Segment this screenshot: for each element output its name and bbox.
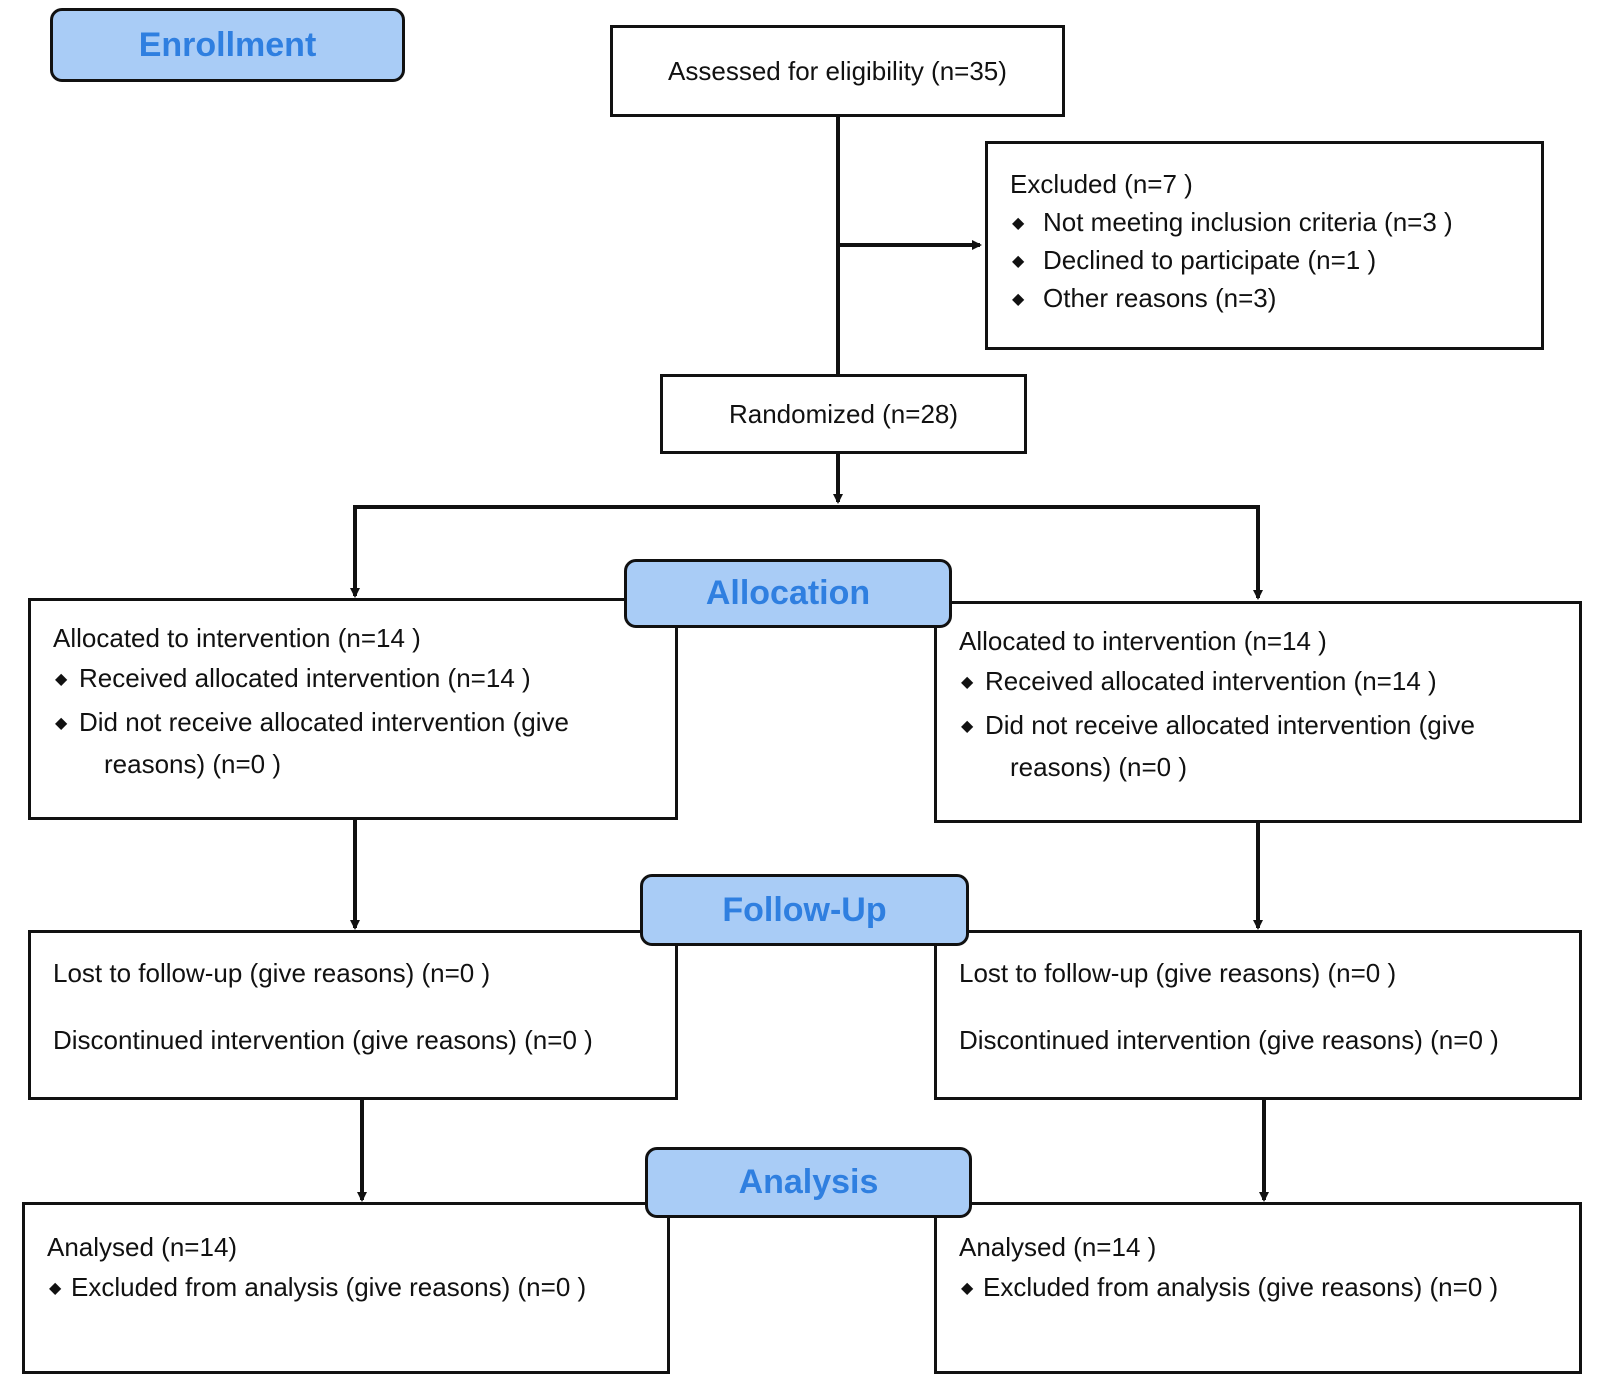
analysis-left-box: Analysed (n=14) ◆ Excluded from analysis… xyxy=(22,1202,670,1374)
followup-left-discontinued: Discontinued intervention (give reasons)… xyxy=(53,1025,593,1055)
stage-enrollment: Enrollment xyxy=(50,8,405,82)
stage-analysis: Analysis xyxy=(645,1147,972,1218)
followup-left-box: Lost to follow-up (give reasons) (n=0 ) … xyxy=(28,930,678,1100)
bullet-icon: ◆ xyxy=(49,1280,62,1297)
assessed-text: Assessed for eligibility (n=35) xyxy=(668,55,1007,86)
analysis-right-box: Analysed (n=14 ) ◆ Excluded from analysi… xyxy=(934,1202,1582,1374)
stage-follow-up: Follow-Up xyxy=(640,874,969,946)
allocation-right-not-received-cont: reasons) (n=0 ) xyxy=(1010,752,1188,782)
allocation-left-box: Allocated to intervention (n=14 ) ◆ Rece… xyxy=(28,598,678,820)
randomized-text: Randomized (n=28) xyxy=(728,398,959,429)
analysis-right-excluded: Excluded from analysis (give reasons) (n… xyxy=(983,1272,1499,1302)
randomized-box: Randomized (n=28) xyxy=(660,374,1027,454)
bullet-icon: ◆ xyxy=(55,671,68,688)
stage-allocation-label: Allocation xyxy=(705,574,871,612)
allocation-right-box: Allocated to intervention (n=14 ) ◆ Rece… xyxy=(934,601,1582,823)
bullet-icon: ◆ xyxy=(1012,215,1025,232)
excluded-item: Declined to participate (n=1 ) xyxy=(1043,245,1377,275)
assessed-box: Assessed for eligibility (n=35) xyxy=(610,25,1065,117)
bullet-icon: ◆ xyxy=(1012,291,1025,308)
allocation-left-not-received: Did not receive allocated intervention (… xyxy=(79,707,569,737)
followup-right-lost: Lost to follow-up (give reasons) (n=0 ) xyxy=(959,958,1397,988)
followup-left-lost: Lost to follow-up (give reasons) (n=0 ) xyxy=(53,958,491,988)
allocation-right-not-received: Did not receive allocated intervention (… xyxy=(985,710,1475,740)
allocation-right-received: Received allocated intervention (n=14 ) xyxy=(985,666,1437,696)
stage-analysis-label: Analysis xyxy=(738,1163,879,1201)
followup-right-box: Lost to follow-up (give reasons) (n=0 ) … xyxy=(934,930,1582,1100)
bullet-icon: ◆ xyxy=(961,1280,974,1297)
stage-allocation: Allocation xyxy=(624,559,952,628)
excluded-item: Not meeting inclusion criteria (n=3 ) xyxy=(1043,207,1453,237)
excluded-box: Excluded (n=7 ) ◆ Not meeting inclusion … xyxy=(985,141,1544,350)
analysis-right-title: Analysed (n=14 ) xyxy=(959,1232,1157,1262)
analysis-left-title: Analysed (n=14) xyxy=(47,1232,238,1262)
allocation-left-title: Allocated to intervention (n=14 ) xyxy=(53,623,421,653)
bullet-icon: ◆ xyxy=(1012,253,1025,270)
bullet-icon: ◆ xyxy=(55,715,68,732)
allocation-left-not-received-cont: reasons) (n=0 ) xyxy=(104,749,282,779)
excluded-title: Excluded (n=7 ) xyxy=(1010,169,1193,199)
excluded-item: Other reasons (n=3) xyxy=(1043,283,1277,313)
allocation-left-received: Received allocated intervention (n=14 ) xyxy=(79,663,531,693)
stage-follow-up-label: Follow-Up xyxy=(722,890,887,929)
stage-enrollment-label: Enrollment xyxy=(138,25,317,64)
bullet-icon: ◆ xyxy=(961,718,974,735)
bullet-icon: ◆ xyxy=(961,674,974,691)
analysis-left-excluded: Excluded from analysis (give reasons) (n… xyxy=(71,1272,587,1302)
followup-right-discontinued: Discontinued intervention (give reasons)… xyxy=(959,1025,1499,1055)
allocation-right-title: Allocated to intervention (n=14 ) xyxy=(959,626,1327,656)
